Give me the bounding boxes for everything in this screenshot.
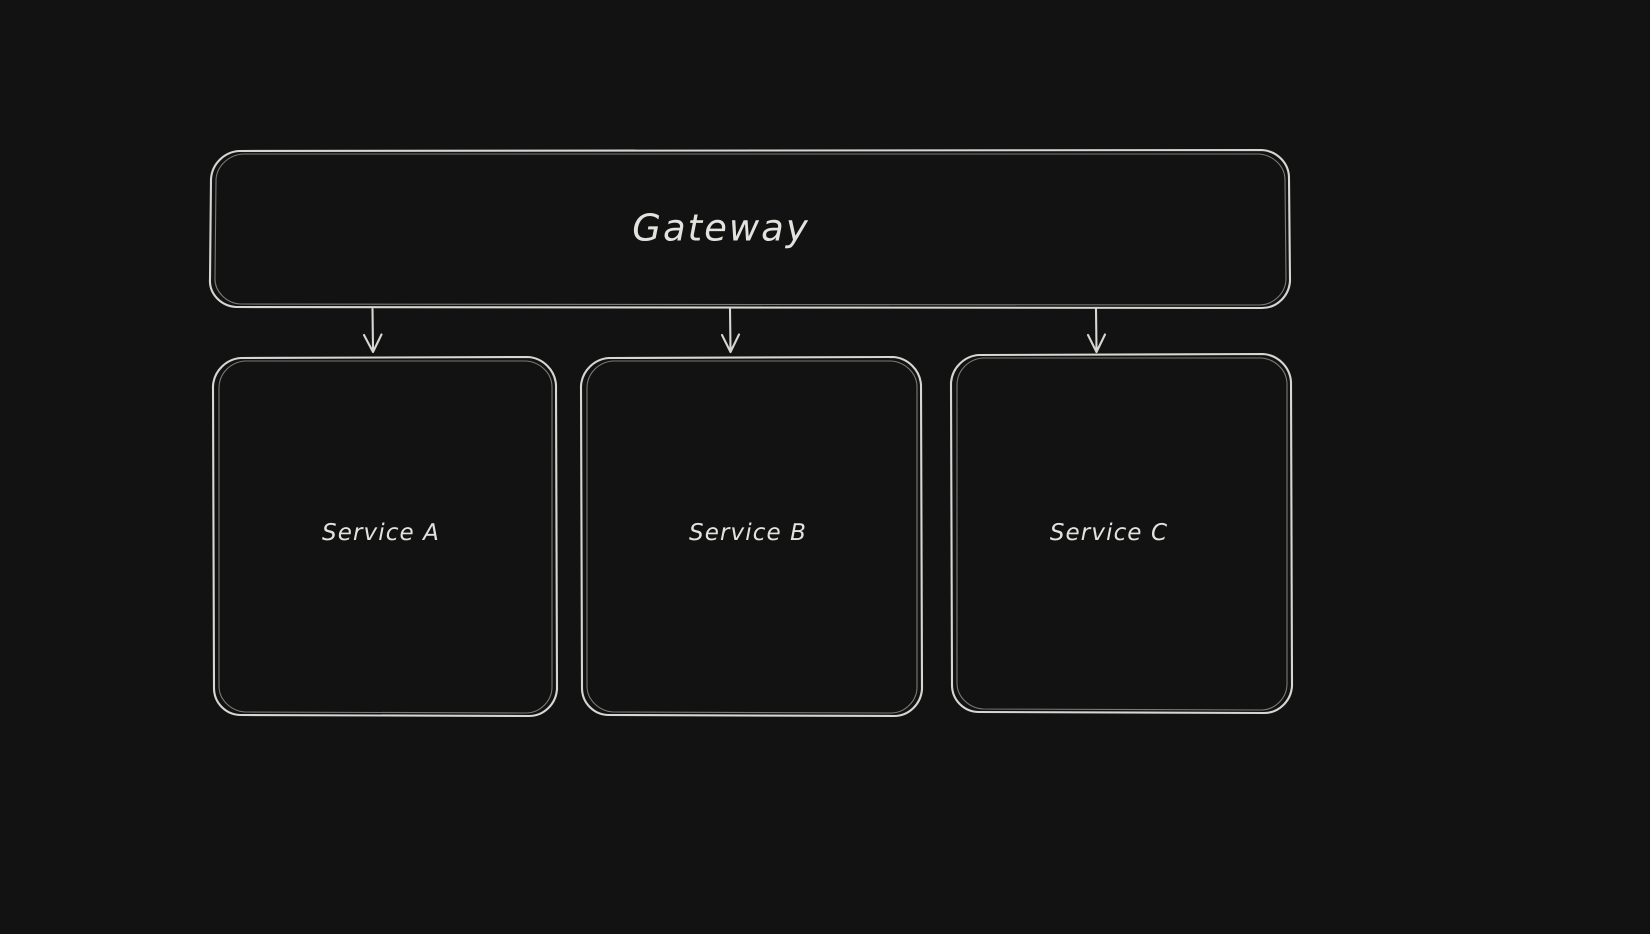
service-b-node-shape[interactable] — [579, 355, 924, 718]
service-c-node[interactable] — [951, 354, 1292, 713]
service-b-node-label: Service B — [689, 520, 807, 546]
service-a-node-shape[interactable] — [211, 355, 559, 718]
edge-gateway-to-service-c[interactable] — [1086, 307, 1107, 354]
gateway-node-shape[interactable] — [208, 148, 1292, 310]
service-c-node-shape[interactable] — [949, 352, 1294, 715]
service-c-node-label: Service C — [1049, 520, 1169, 546]
gateway-node-label: Gateway — [632, 206, 810, 250]
edge-gateway-to-service-a[interactable] — [362, 307, 383, 354]
service-a-node[interactable] — [213, 357, 557, 716]
service-b-node[interactable] — [581, 357, 922, 716]
edge-gateway-to-service-b[interactable] — [720, 307, 741, 354]
gateway-node[interactable] — [211, 150, 1290, 308]
service-a-node-label: Service A — [322, 520, 440, 546]
